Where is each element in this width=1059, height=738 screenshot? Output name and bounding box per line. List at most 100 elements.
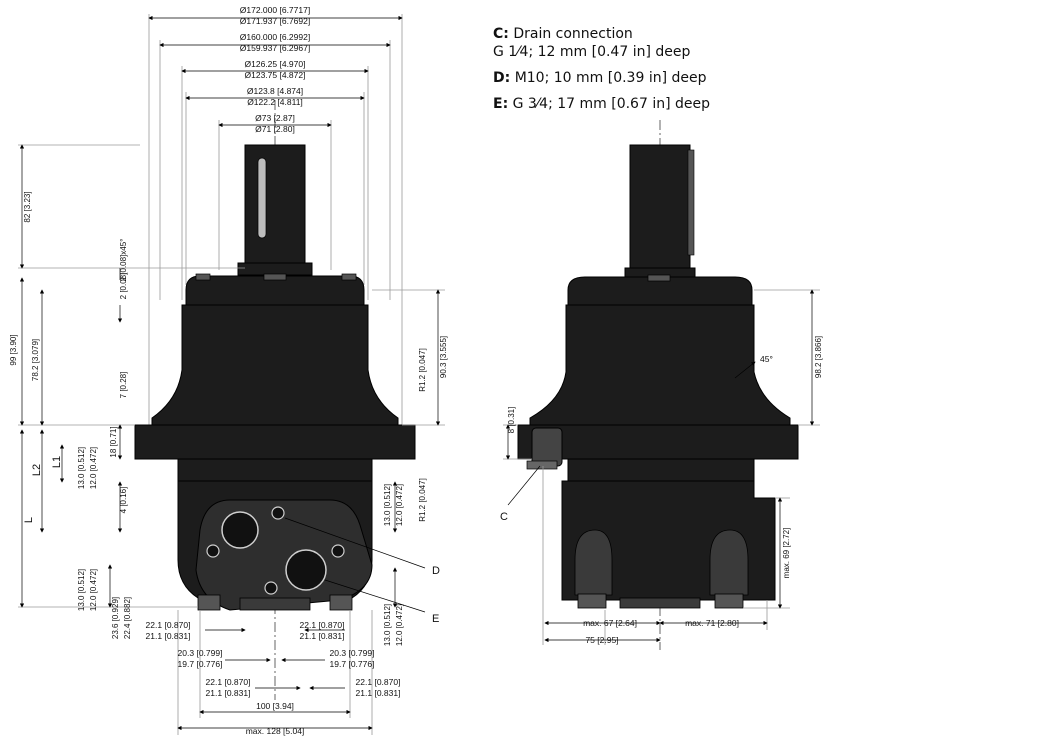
- callout-c: C: [500, 511, 508, 523]
- port-e: [285, 549, 327, 591]
- dim-d71: Ø71 [2.80]: [255, 124, 295, 134]
- thread-hole-d4: [264, 581, 278, 595]
- dim-h12b: 12.0 [0.472]: [89, 569, 98, 611]
- dim-d122: Ø122.2 [4.811]: [247, 97, 303, 107]
- legend-c-spec: G 1⁄4; 12 mm [0.47 in] deep: [493, 44, 690, 60]
- dim-h7: 7 [0.28]: [119, 372, 128, 399]
- callout-d: D: [432, 565, 440, 577]
- legend: C: Drain connection G 1⁄4; 12 mm [0.47 i…: [493, 26, 710, 112]
- shaft-collar: [237, 262, 313, 276]
- front-view: Ø172.000 [6.7717] Ø171.937 [6.7692] Ø160…: [9, 5, 448, 736]
- dim-w100: 100 [3.94]: [256, 701, 294, 711]
- mounting-flange: [134, 424, 416, 460]
- side-dim-h69: max. 69 [2.72]: [782, 528, 791, 579]
- dim-h12a: 12.0 [0.472]: [89, 447, 98, 489]
- dim-d73: Ø73 [2.87]: [255, 113, 295, 123]
- svg-text:E: G 3⁄4; 17 mm [0.67 in] deep: E: G 3⁄4; 17 mm [0.67 in] deep: [493, 96, 710, 112]
- side-dim-angle: 45°: [760, 354, 773, 364]
- dim-e221: 22.1 [0.870]: [206, 677, 251, 687]
- legend-d-key: D:: [493, 70, 510, 86]
- output-shaft: [244, 144, 306, 266]
- dim-d126: Ø126.25 [4.970]: [245, 59, 306, 69]
- side-pilot: [567, 458, 755, 482]
- dim-d159: Ø159.937 [6.2967]: [240, 43, 310, 53]
- dim-chamfer: 2 [0.08]x45°: [119, 239, 128, 282]
- dim-c197: 19.7 [0.776]: [178, 659, 223, 669]
- dim-a211: 21.1 [0.831]: [146, 631, 191, 641]
- port-plate: [195, 499, 373, 611]
- dim-h78: 78.2 [3.079]: [31, 339, 40, 381]
- dim-h18: 18 [0.71]: [109, 426, 118, 457]
- dim-f211: 21.1 [0.831]: [356, 688, 401, 698]
- dim-b221: 22.1 [0.870]: [300, 620, 345, 630]
- dim-d171: Ø171.937 [6.7692]: [240, 16, 310, 26]
- dim-e211: 21.1 [0.831]: [206, 688, 251, 698]
- legend-e-key: E:: [493, 96, 508, 112]
- side-shaft-key: [687, 149, 695, 256]
- drain-connection: [531, 427, 563, 467]
- callout-e: E: [432, 613, 439, 625]
- motor-top-cap: [185, 275, 365, 306]
- side-foot-bolt-right: [714, 593, 744, 609]
- side-dim-h982: 98.2 [3.866]: [814, 336, 823, 378]
- legend-d-text: M10; 10 mm [0.39 in] deep: [515, 70, 707, 86]
- svg-text:D: M10; 10 mm [0.39 in] deep: D: M10; 10 mm [0.39 in] deep: [493, 70, 707, 86]
- thread-hole-d1: [271, 506, 285, 520]
- side-dim-h8: 8 [0.31]: [507, 407, 516, 434]
- dim-h99: 99 [3.90]: [9, 334, 18, 365]
- bottom-cap: [239, 597, 311, 611]
- dim-d172: Ø172.000 [6.7717]: [240, 5, 310, 15]
- port-a: [221, 511, 259, 549]
- thread-hole-d3: [331, 544, 345, 558]
- dim-label-l2: L2: [31, 464, 43, 476]
- legend-e-text: G 3⁄4; 17 mm [0.67 in] deep: [513, 96, 710, 112]
- dim-w128: max. 128 [5.04]: [246, 726, 305, 736]
- dim-d197: 19.7 [0.776]: [330, 659, 375, 669]
- foot-bolt-right: [329, 594, 353, 611]
- side-dim-w71: max. 71 [2.80]: [685, 618, 739, 628]
- dim-d160: Ø160.000 [6.2992]: [240, 32, 310, 42]
- dim-d203: 20.3 [0.799]: [330, 648, 375, 658]
- motor-housing: [151, 304, 399, 426]
- dim-d123-8: Ø123.8 [4.874]: [247, 86, 303, 96]
- cap-bolt-1: [195, 273, 211, 281]
- callout-c-leader: [507, 465, 541, 506]
- thread-hole-d2: [206, 544, 220, 558]
- callout-d-leader: [284, 517, 426, 569]
- dim-h13d: 13.0 [0.512]: [383, 604, 392, 646]
- side-flange: [517, 424, 799, 460]
- side-top-cap: [567, 276, 753, 306]
- dim-h12c: 12.0 [0.472]: [395, 484, 404, 526]
- dim-h2: 2 [0.08]: [119, 273, 128, 300]
- dim-r12a: R1.2 [0.047]: [418, 348, 427, 392]
- cap-bolt-2: [263, 273, 287, 281]
- dim-d123-75: Ø123.75 [4.872]: [245, 70, 306, 80]
- side-shaft: [629, 144, 691, 271]
- drain-plug: [526, 460, 558, 470]
- foot-bolt-left: [197, 594, 221, 611]
- legend-c-key: C:: [493, 26, 509, 42]
- dim-h23: 23.6 [0.929]: [111, 597, 120, 639]
- dim-h82: 82 [3.23]: [23, 191, 32, 222]
- dim-h90: 90.3 [3.555]: [439, 336, 448, 378]
- dim-r12b: R1.2 [0.047]: [418, 478, 427, 522]
- side-foot-bolt-left: [577, 593, 607, 609]
- dim-a221: 22.1 [0.870]: [146, 620, 191, 630]
- dim-label-l1: L1: [51, 456, 63, 468]
- flange-pilot: [177, 458, 373, 482]
- dim-b211: 21.1 [0.831]: [300, 631, 345, 641]
- dim-h12d: 12.0 [0.472]: [395, 604, 404, 646]
- side-dim-w75: 75 [2.95]: [585, 635, 618, 645]
- svg-text:C: Drain connection: C: Drain connection: [493, 26, 633, 42]
- dim-h13b: 13.0 [0.512]: [77, 569, 86, 611]
- dim-h13c: 13.0 [0.512]: [383, 484, 392, 526]
- dim-f221: 22.1 [0.870]: [356, 677, 401, 687]
- dim-h4: 4 [0.16]: [119, 487, 128, 514]
- callout-e-leader: [324, 579, 426, 613]
- dim-h13a: 13.0 [0.512]: [77, 447, 86, 489]
- shaft-keyway: [257, 157, 267, 239]
- side-view: 98.2 [3.866] 45° 8 [0.31] C max. 69 [2.7…: [500, 120, 823, 650]
- side-dim-w67: max. 67 [2.64]: [583, 618, 637, 628]
- cap-bolt-3: [341, 273, 357, 281]
